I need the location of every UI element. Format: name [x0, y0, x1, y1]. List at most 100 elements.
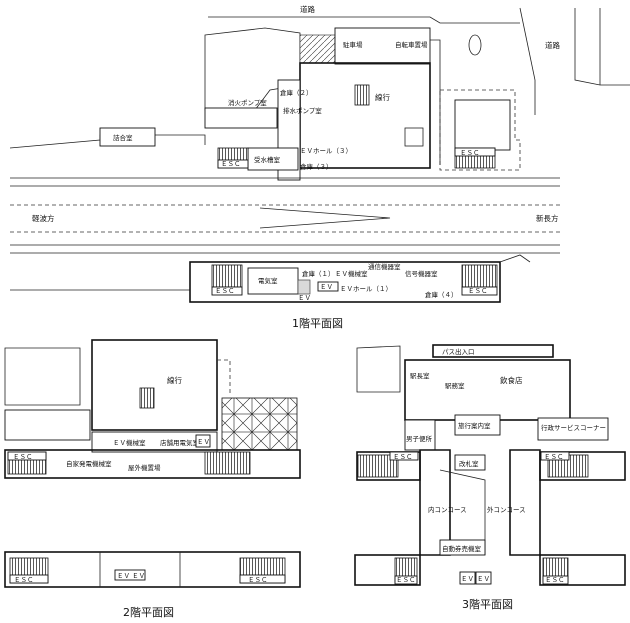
- f3-ev-label: ＥＶ: [461, 575, 474, 583]
- f3-platform-lr: [539, 554, 626, 586]
- f1-lower-building: [189, 261, 501, 303]
- f3-esc-d-label: ＥＳＣ: [545, 576, 565, 584]
- f3-stair-ul: [357, 454, 399, 478]
- f2-spiral-stair: [139, 387, 155, 409]
- f2-esc-box-a: [7, 451, 47, 461]
- f3-esc-box-c: [394, 575, 418, 585]
- f2-ev-bottom-box: [114, 569, 146, 581]
- f3-concourse-in-label: 内コンコース: [428, 505, 467, 514]
- f1-ev-label: ＥＶ: [320, 283, 333, 291]
- f3-esc-a-label: ＥＳＣ: [393, 453, 413, 461]
- f3-esc-box-a: [389, 451, 419, 461]
- f2-outdoor-label: 屋外機置場: [128, 463, 161, 472]
- floor1-caption: 1階平面図: [292, 316, 343, 330]
- f3-ev2-box: [475, 571, 492, 585]
- f1-storage-small: 倉庫（２）: [280, 88, 313, 97]
- f2-concourse-label: 線行: [167, 375, 182, 385]
- f1-ev2-label: ＥＶ: [298, 294, 311, 302]
- f2-esc-a-label: ＥＳＣ: [13, 453, 33, 461]
- f2-esc-c-label: ＥＳＣ: [248, 576, 268, 584]
- f3-platform-ll: [354, 554, 421, 586]
- f3-ticket-office: [454, 414, 501, 436]
- esc-label-box-1: [217, 159, 249, 169]
- f2-private-gen-label: 自家発電機械室: [66, 459, 112, 468]
- f2-stair-2: [204, 451, 251, 475]
- esc3-label: ＥＳＣ: [215, 287, 235, 295]
- f2-left-block: [4, 409, 91, 441]
- waiting-room: [99, 127, 156, 147]
- esc-label-box-2: [454, 147, 496, 157]
- f1-storage-3-label: 倉庫（３）: [300, 162, 333, 171]
- floor3-caption: 3階平面図: [462, 597, 513, 611]
- f3-ticket-vending-label: 自動券売機室: [442, 544, 482, 553]
- f1-storage-1-label: 倉庫（１）: [302, 269, 335, 278]
- electric-room: [247, 267, 299, 295]
- electric-room-label: 電気室: [258, 276, 278, 285]
- f3-admin-service-label: 行政サービスコーナー: [541, 423, 606, 432]
- f1-stair-lower-left: [211, 264, 243, 288]
- f1-concourse-label: 線行: [375, 92, 390, 102]
- f3-ticket-office-label: 旅行案内室: [458, 421, 491, 430]
- f2-xgrid-area: [221, 397, 298, 451]
- f1-dashed-block: [454, 99, 511, 151]
- f2-esc-box-c: [239, 574, 286, 584]
- road-right-label: 道路: [545, 40, 560, 50]
- f3-esc-b-label: ＥＳＣ: [544, 453, 564, 461]
- f3-main-block: [404, 359, 571, 421]
- f2-ev-box: [195, 434, 211, 448]
- bicycle-parking-label: 駐車場: [343, 40, 363, 49]
- f1-ev-machine-label: ＥＶ機械室: [335, 269, 368, 278]
- f1-storage-4-label: 倉庫（４）: [425, 290, 458, 299]
- f3-top-row: [432, 344, 554, 358]
- f2-ev-machine-label: ＥＶ機械室: [113, 438, 146, 447]
- floor3-plan: パス出入口 駅長室 駅務室 飲食店 行政サービスコーナー 旅行案内室 改札室 男…: [354, 344, 626, 611]
- floor2-plan: 線行 ＥＶ機械室 店舗用電気室 ＥＶ ＥＳＣ 自家発電機械室 屋外機置場 ＥＳＣ…: [4, 339, 301, 619]
- f1-spiral-stair: [354, 84, 370, 106]
- f2-ev-label: ＥＶ: [197, 438, 210, 446]
- f3-ticket-gate: [454, 454, 486, 471]
- f3-esc-box-d: [542, 575, 569, 585]
- esc-label-box-4: [461, 286, 498, 296]
- f2-main-building: [91, 339, 218, 431]
- f2-esc-b-label: ＥＳＣ: [14, 576, 34, 584]
- to-station-a-label: 軽波方: [32, 213, 55, 223]
- esc4-label: ＥＳＣ: [468, 287, 488, 295]
- f3-ev-box: [459, 571, 476, 585]
- f3-esc-c-label: ＥＳＣ: [396, 576, 416, 584]
- f3-staff-room-label: 駅務室: [445, 381, 465, 390]
- f3-restaurant-label: 飲食店: [500, 375, 523, 385]
- to-station-b-label: 新長方: [536, 213, 559, 223]
- f3-station-office-label: 駅長室: [410, 371, 430, 380]
- f3-admin-service: [537, 417, 609, 441]
- bicycle-parking2-label: 自転車置場: [395, 40, 428, 49]
- esc2-label: ＥＳＣ: [460, 149, 480, 157]
- f3-platform-ur: [539, 451, 626, 481]
- fire-pump-room: [204, 107, 278, 129]
- f2-esc-box-b: [9, 574, 49, 584]
- parking-block: [334, 27, 431, 65]
- f2-ev-bottom-label: ＥＶ ＥＶ: [117, 572, 145, 580]
- floor2-caption: 2階平面図: [123, 605, 174, 619]
- f2-shop-label: 店舗用電気室: [160, 438, 200, 447]
- floor1-plan: 道路 道路 駐車場 自転車置場 線行 消火ポンプ室 倉庫（２） 排水ポンプ室 受…: [9, 4, 630, 330]
- f3-platform-ul: [356, 451, 421, 481]
- f3-esc-box-b: [540, 451, 570, 461]
- f3-toilets-label: 男子便所: [406, 434, 433, 443]
- f3-ticket-vending: [439, 539, 486, 556]
- f1-column-box: [404, 127, 424, 147]
- f1-ev2-box: [297, 279, 311, 295]
- f1-stair-lower-right: [461, 264, 498, 288]
- f3-ev2-label: ＥＶ: [477, 575, 490, 583]
- f3-shop-row-label: パス出入口: [442, 347, 475, 356]
- f1-comm-label: 通信機器室: [368, 262, 401, 271]
- water-tank-label: 受水槽室: [254, 155, 281, 164]
- bicycle-parking-hatch: [299, 34, 336, 64]
- f1-signal-label: 信号機器室: [405, 269, 438, 278]
- f3-ticket-gate-label: 改札室: [459, 459, 479, 468]
- f2-room-row: [91, 431, 218, 453]
- f3-toilets: [404, 419, 436, 451]
- f1-ev-box: [317, 281, 339, 292]
- road-label: 道路: [300, 4, 315, 14]
- f3-concourse-out-label: 外コンコース: [487, 505, 526, 514]
- f2-platform-upper: [4, 449, 301, 479]
